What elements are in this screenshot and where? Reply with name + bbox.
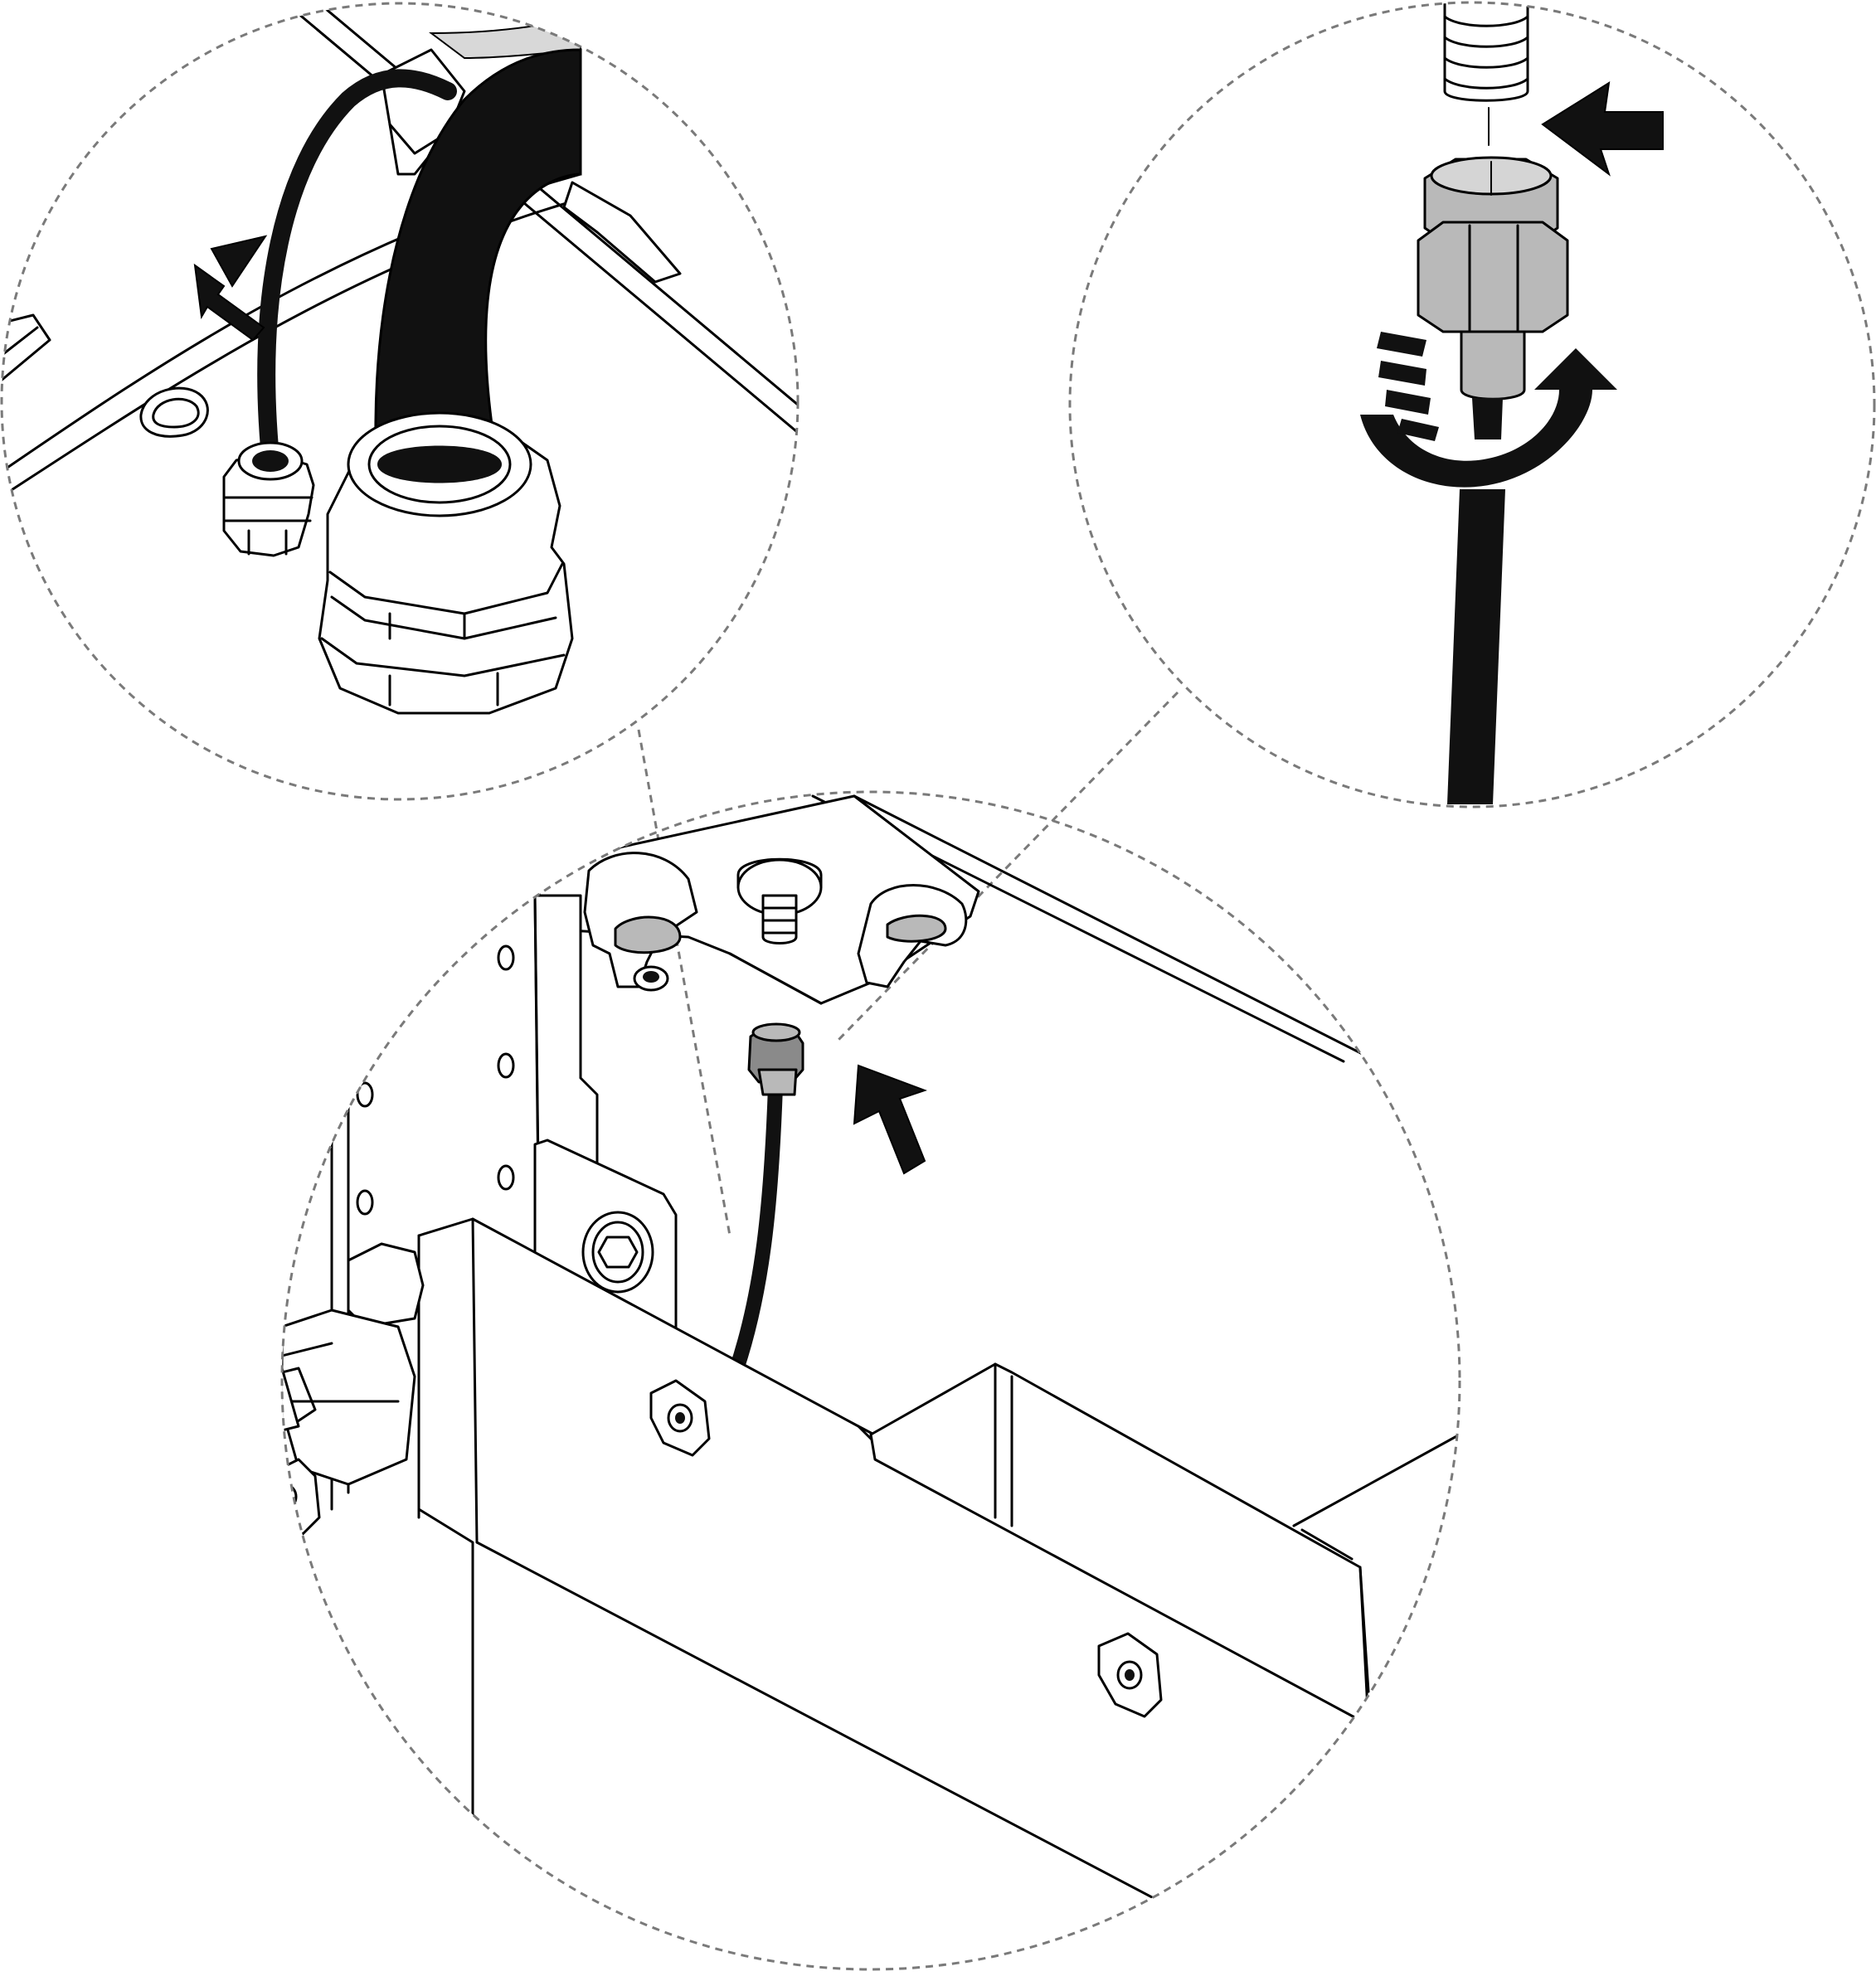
wing-nut-left <box>583 852 698 992</box>
coax-connector <box>1417 156 1569 401</box>
push-arrow-icon <box>193 235 268 342</box>
threaded-port <box>1443 2 1529 102</box>
rotate-clockwise-icon <box>1360 332 1617 488</box>
panel-fastener <box>1097 1632 1163 1718</box>
push-arrow-icon-left <box>1541 81 1664 177</box>
enclosure-overview <box>280 790 1461 1971</box>
coax-cable <box>727 1022 804 1379</box>
left-fittings <box>282 1242 425 1486</box>
coax-connector-detail <box>1068 1 1876 808</box>
hex-screw <box>581 1211 654 1294</box>
wing-nut-right <box>857 884 968 988</box>
hex-bolt <box>736 857 823 944</box>
cable-gland-detail <box>0 2 799 801</box>
panel-fastener <box>649 1379 711 1457</box>
callout-leader-lines <box>637 691 1179 1236</box>
push-arrow-icon <box>853 1064 927 1175</box>
